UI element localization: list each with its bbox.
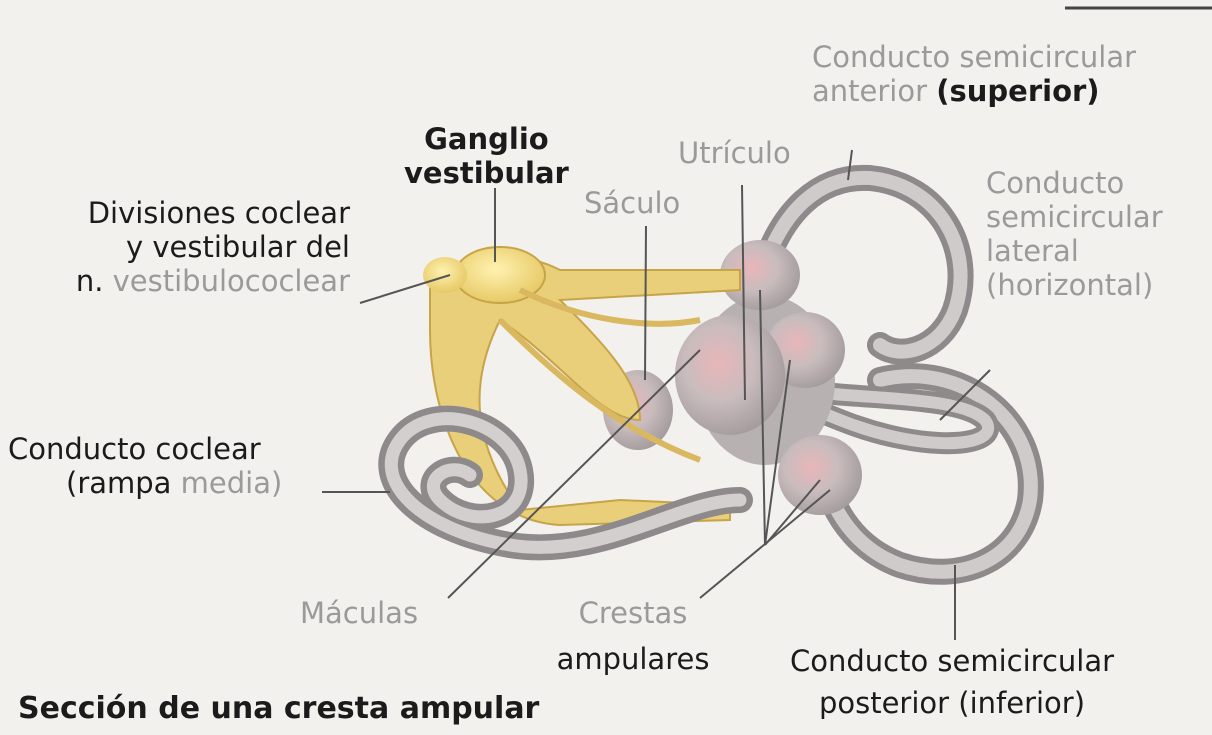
label-rampa: (rampa (66, 466, 171, 500)
label-conducto-anterior: Conducto semicircular anterior (superior… (812, 40, 1136, 108)
label-conducto-anterior-line2: anterior (superior) (812, 74, 1136, 108)
label-anterior: anterior (812, 74, 927, 108)
ampulla-posterior (778, 435, 862, 515)
label-conducto-coclear: Conducto coclear (rampa media) (8, 432, 282, 500)
label-divisiones: Divisiones coclear y vestibular del n. v… (20, 196, 350, 298)
label-ganglio-line2: vestibular (404, 156, 569, 190)
label-posterior-line2: posterior (inferior) (752, 686, 1152, 720)
label-divisiones-line1: Divisiones coclear (20, 196, 350, 230)
label-vestibulococlear: vestibulococlear (113, 264, 350, 298)
label-media: media) (181, 466, 283, 500)
label-ampulares: ampulares (548, 642, 718, 676)
label-posterior-line1: Conducto semicircular (752, 644, 1152, 678)
label-crestas-ampulares: Crestas ampulares (548, 596, 718, 676)
label-ganglio-line1: Ganglio (404, 122, 569, 156)
label-conducto-lateral: Conducto semicircular lateral (horizonta… (986, 166, 1163, 302)
section-caption: Sección de una cresta ampular (18, 692, 539, 726)
label-maculas: Máculas (300, 596, 418, 630)
utricle-shape (675, 315, 785, 435)
label-lateral-line2: semicircular (986, 200, 1163, 234)
label-saculo: Sáculo (584, 186, 680, 220)
label-divisiones-n: n. (76, 264, 104, 298)
label-conducto-anterior-line1: Conducto semicircular (812, 40, 1136, 74)
label-lateral-line4: (horizontal) (986, 268, 1163, 302)
label-conducto-posterior: Conducto semicircular posterior (inferio… (752, 644, 1152, 720)
label-ganglio-vestibular: Ganglio vestibular (404, 122, 569, 190)
label-coclear-line2: (rampa media) (8, 466, 282, 500)
label-crestas: Crestas (548, 596, 718, 630)
label-coclear-line1: Conducto coclear (8, 432, 282, 466)
label-utriculo: Utrículo (678, 136, 791, 170)
label-lateral-line1: Conducto (986, 166, 1163, 200)
label-divisiones-line2: y vestibular del (20, 230, 350, 264)
label-lateral-line3: lateral (986, 234, 1163, 268)
label-superior: (superior) (936, 74, 1099, 108)
label-divisiones-line3: n. vestibulococlear (20, 264, 350, 298)
